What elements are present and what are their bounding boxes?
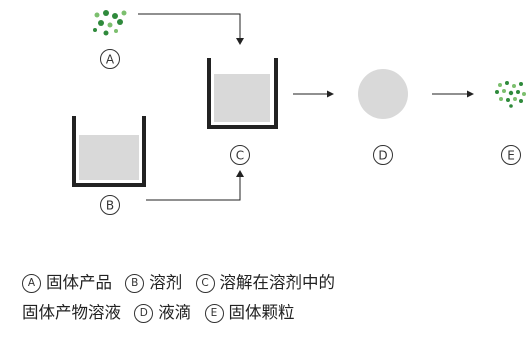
svg-text:D: D [378,149,387,163]
legend-text-a: 固体产品 [46,273,112,292]
process-diagram: A B C D [72,10,526,215]
solvent-beaker [72,116,146,187]
solid-particles-cluster [495,81,526,108]
label-d: D [373,145,393,165]
label-b: B [100,195,120,215]
label-a: A [100,49,120,69]
solid-product-particles [93,10,127,36]
arrow-b-to-c [146,170,244,201]
legend-text-e: 固体颗粒 [228,303,295,322]
legend-marker-e: E [204,304,224,323]
legend-text-c: 溶解在溶剂中的 [219,273,336,292]
label-c: C [230,145,250,165]
svg-text:C: C [236,149,244,163]
svg-text:E: E [507,149,515,163]
label-e: E [501,145,521,165]
arrow-a-to-c [138,13,244,45]
legend-marker-b: B [125,274,145,293]
legend-text-c-continued: 固体产物溶液 [22,303,121,322]
arrow-c-to-d [293,90,334,98]
legend-marker-a: A [22,274,41,293]
legend-item-a: A 固体产品 [22,268,112,298]
legend-text-b: 溶剂 [149,273,183,292]
svg-text:A: A [106,53,115,67]
droplet [358,69,408,119]
arrow-d-to-e [432,90,474,98]
legend-marker-c: C [195,274,215,293]
legend-marker-d: D [134,304,154,323]
svg-text:B: B [106,199,114,213]
solution-beaker [207,58,278,129]
legend-text-d: 液滴 [158,303,192,322]
